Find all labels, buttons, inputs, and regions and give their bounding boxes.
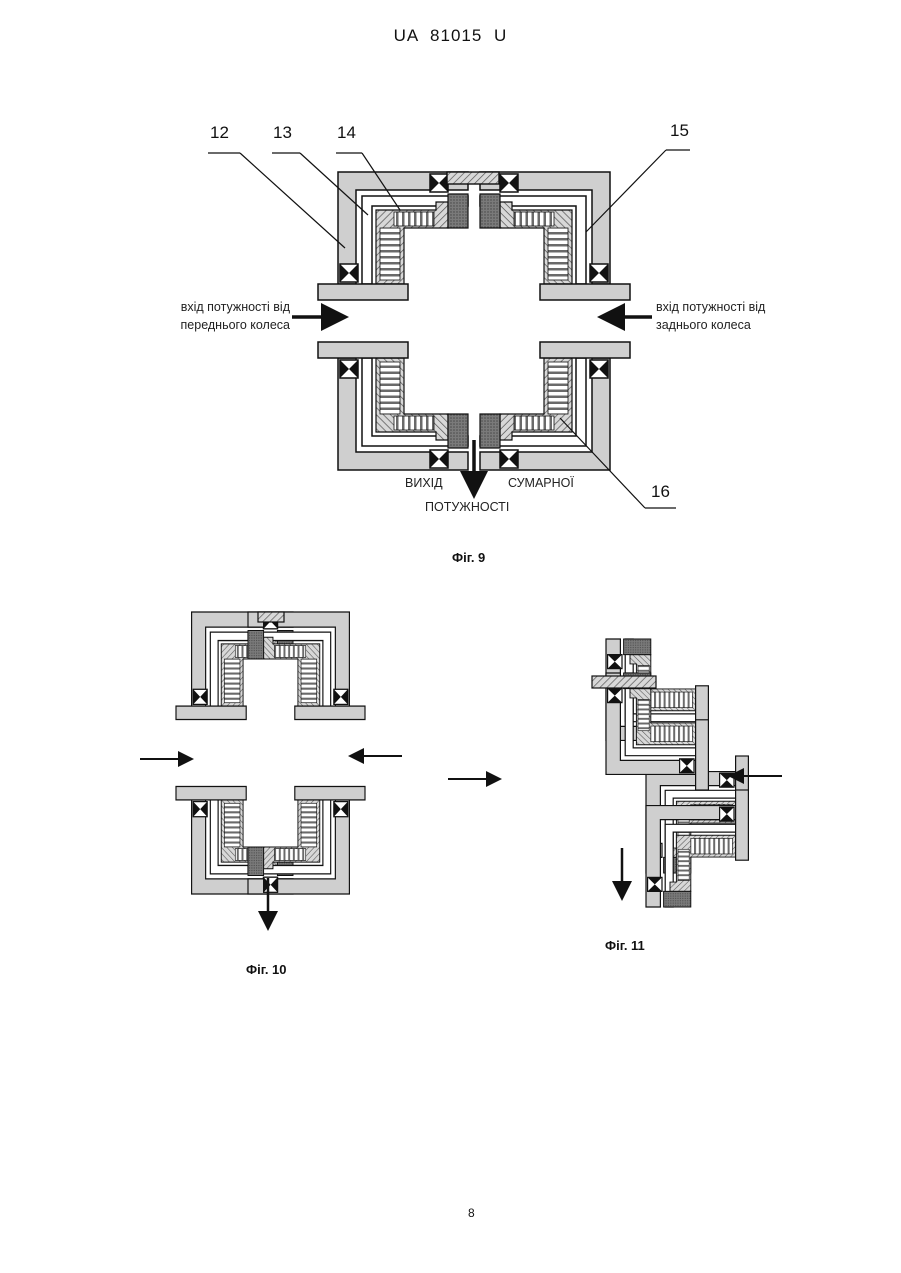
ref-number-16: 16: [651, 482, 670, 502]
ref-number-12: 12: [210, 123, 229, 143]
input-rear-line1: вхід потужності від: [656, 300, 796, 314]
output-label-right: СУМАРНОЇ: [508, 476, 574, 490]
output-label-left: ВИХІД: [405, 476, 443, 490]
fig11-diagram: [448, 639, 782, 907]
ref-number-13: 13: [273, 123, 292, 143]
page-number: 8: [468, 1206, 475, 1220]
fig10-caption: Фіг. 10: [246, 962, 287, 977]
fig11-caption: Фіг. 11: [605, 938, 645, 953]
output-label-line2: ПОТУЖНОСТІ: [425, 500, 509, 514]
input-front-line2: переднього колеса: [152, 318, 290, 332]
input-front-line1: вхід потужності від: [152, 300, 290, 314]
document-number: UA 81015 U: [0, 26, 901, 46]
input-rear-line2: заднього колеса: [656, 318, 796, 332]
fig10-diagram: [140, 612, 402, 926]
ref-number-14: 14: [337, 123, 356, 143]
fig9-caption: Фіг. 9: [452, 550, 485, 565]
ref-number-15: 15: [670, 121, 689, 141]
